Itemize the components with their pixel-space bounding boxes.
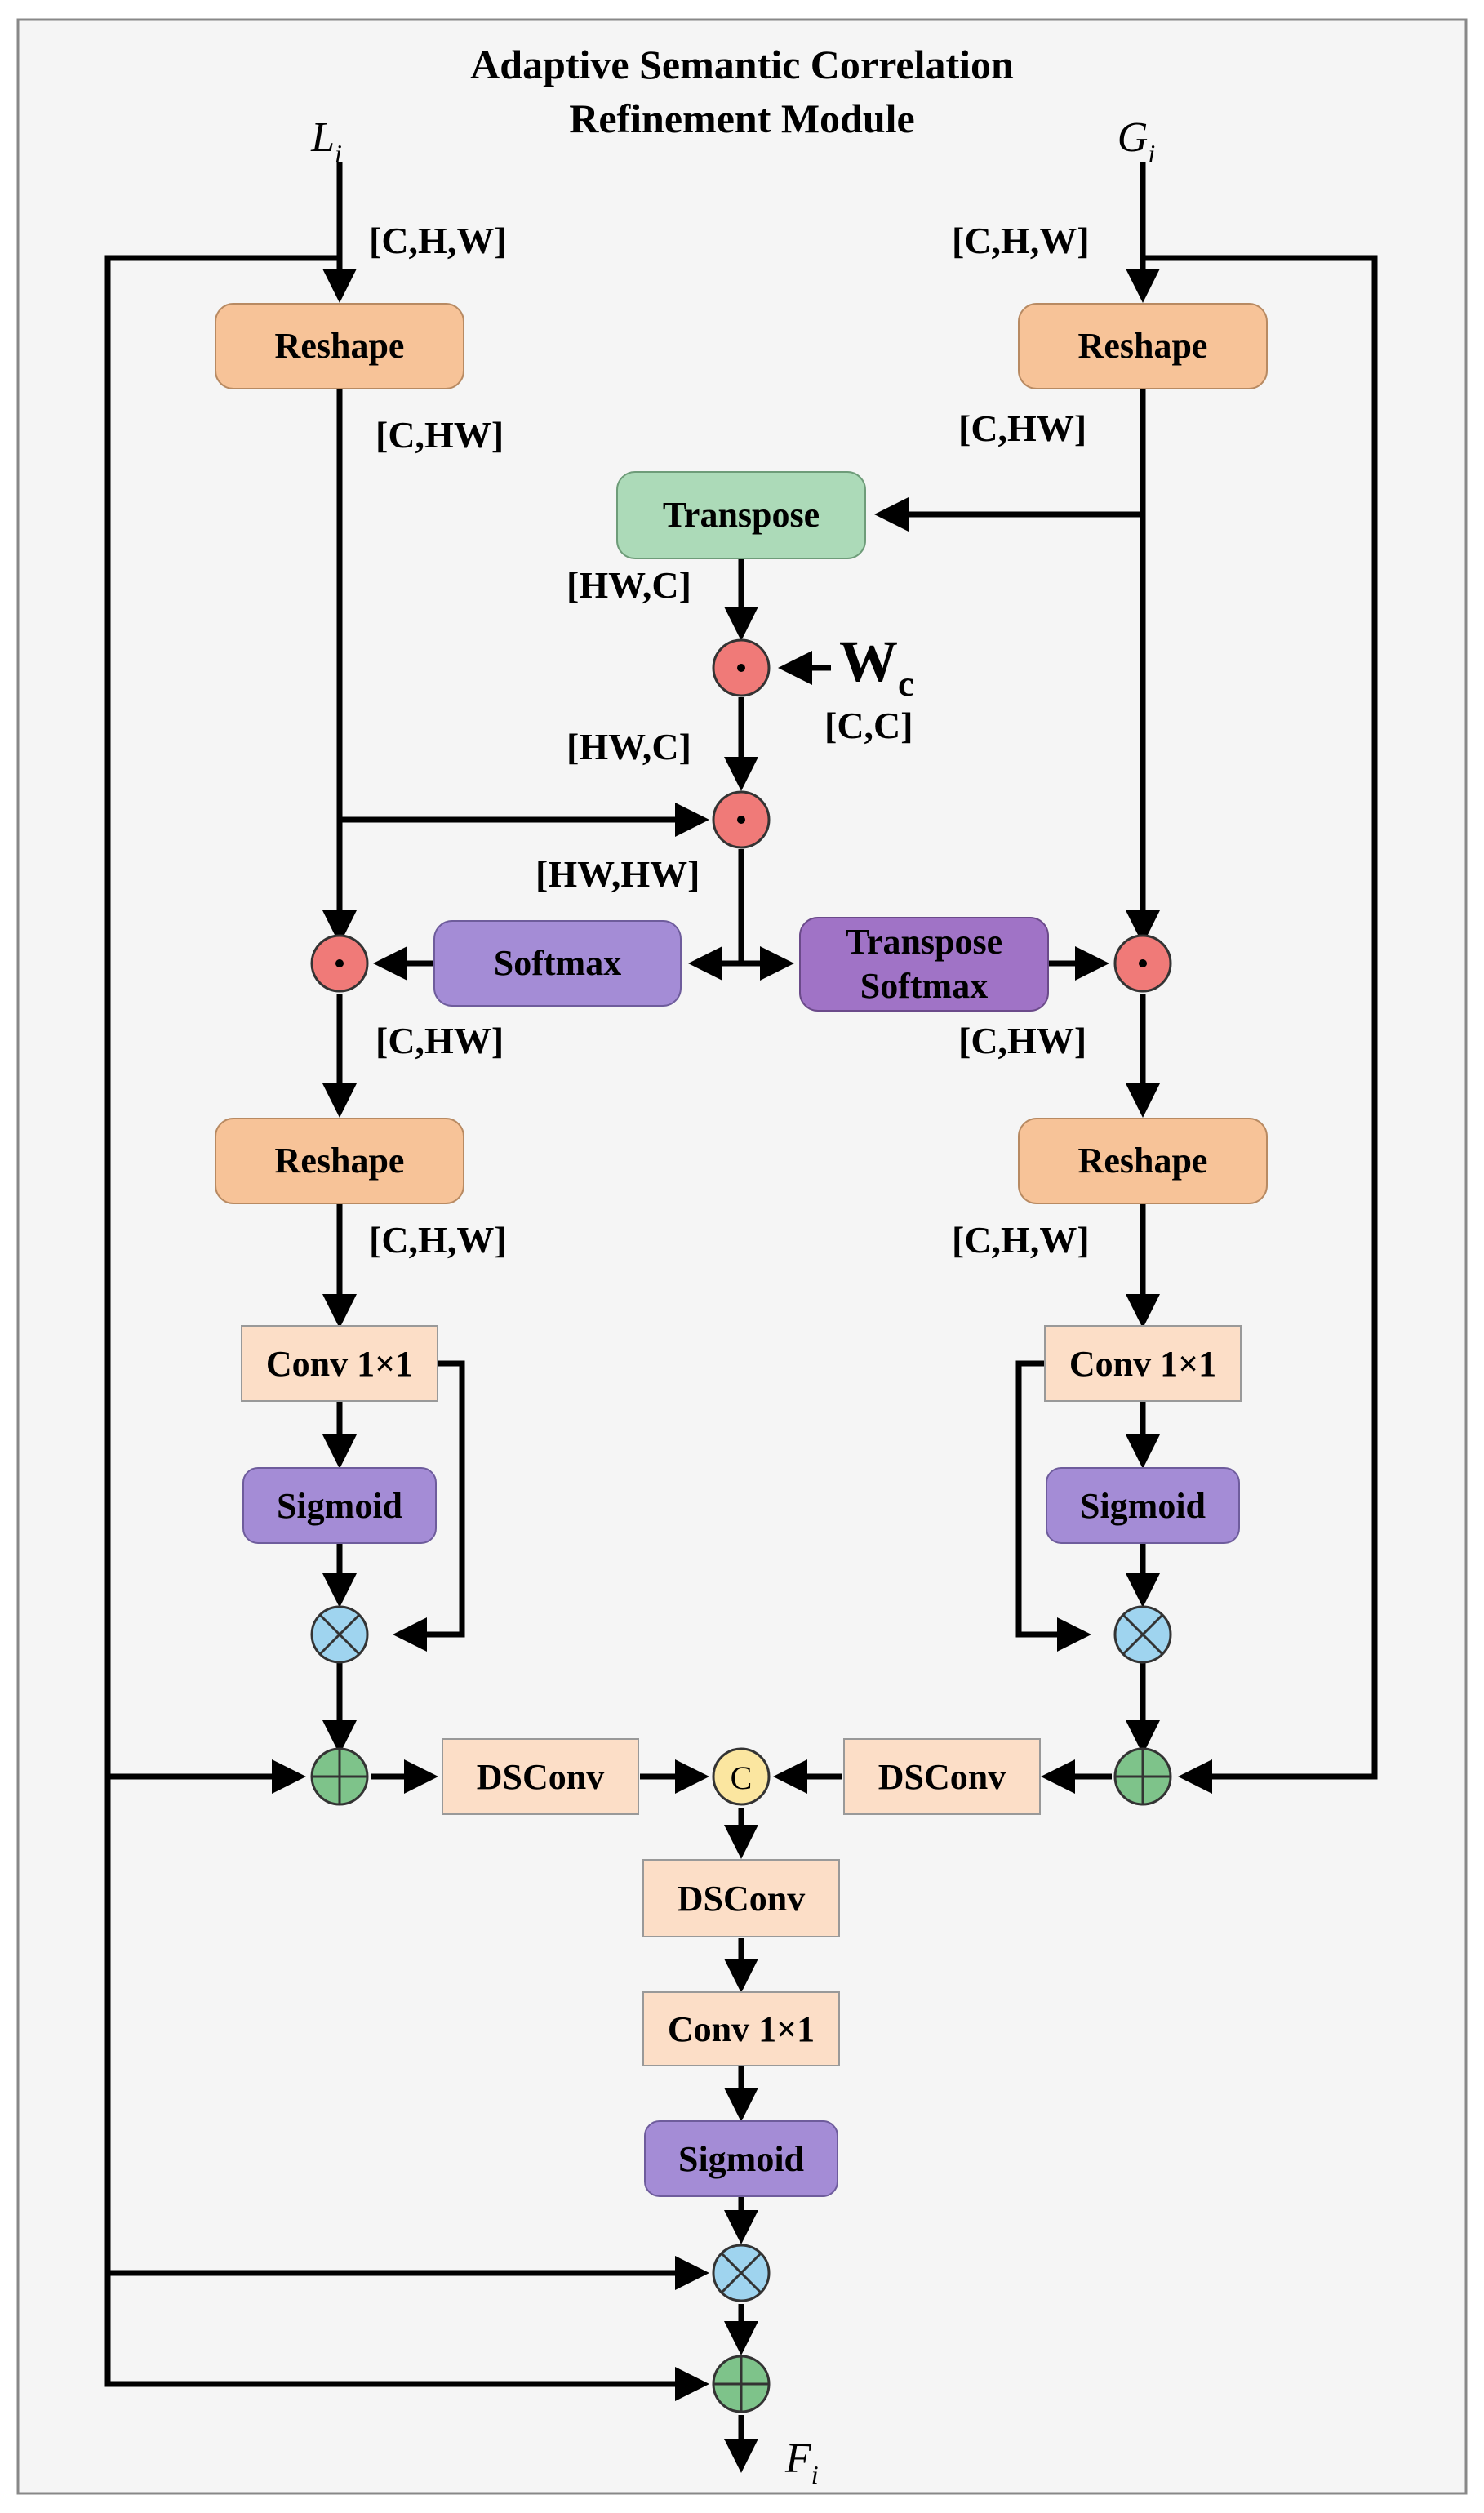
sigmoid-block-center: Sigmoid [644, 2120, 838, 2197]
dot-product-op-correlation [712, 790, 771, 849]
svg-text:Softmax: Softmax [860, 966, 988, 1006]
svg-text:Reshape: Reshape [275, 1141, 405, 1181]
multiply-op-center [712, 2244, 771, 2302]
svg-text:Conv 1×1: Conv 1×1 [668, 2009, 815, 2049]
sigmoid-block-left: Sigmoid [242, 1467, 437, 1544]
dsconv-block-right: DSConv [843, 1738, 1041, 1815]
dsconv-block-center: DSConv [642, 1859, 840, 1937]
shape-label-weighted: [HW,C] [566, 726, 691, 767]
shape-label-right-input: [C,H,W] [952, 220, 1090, 261]
shape-label-left-restored: [C,H,W] [369, 1219, 507, 1261]
shape-label-right-restored: [C,H,W] [952, 1219, 1090, 1261]
transpose-softmax-block: Transpose Softmax [799, 917, 1049, 1012]
conv1x1-block-left: Conv 1×1 [241, 1325, 438, 1402]
reshape-block-left-top: Reshape [215, 303, 464, 389]
svg-text:Reshape: Reshape [1078, 1141, 1208, 1181]
connections [104, 162, 1378, 2473]
svg-text:Conv 1×1: Conv 1×1 [266, 1344, 413, 1384]
multiply-op-right [1113, 1605, 1172, 1664]
add-op-left [310, 1747, 369, 1806]
conv1x1-block-right: Conv 1×1 [1044, 1325, 1242, 1402]
svg-text:Sigmoid: Sigmoid [678, 2139, 804, 2179]
svg-text:Transpose: Transpose [846, 922, 1002, 962]
shape-label-transpose-out: [HW,C] [566, 564, 691, 606]
conv1x1-block-center: Conv 1×1 [642, 1991, 840, 2066]
svg-text:C: C [731, 1759, 753, 1796]
softmax-block: Softmax [433, 920, 682, 1007]
svg-text:Reshape: Reshape [275, 326, 405, 366]
shape-label-weight: [C,C] [824, 705, 913, 746]
reshape-block-right-mid: Reshape [1018, 1118, 1268, 1204]
add-op-right [1113, 1747, 1172, 1806]
reshape-block-right-top: Reshape [1018, 303, 1268, 389]
svg-text:Transpose: Transpose [663, 495, 820, 535]
shape-label-left-attended: [C,HW] [375, 1020, 504, 1061]
output-label: Fi [784, 2435, 819, 2489]
shape-label-left-input: [C,H,W] [369, 220, 507, 261]
concat-op: C [712, 1747, 771, 1806]
dot-product-op-right [1113, 934, 1172, 993]
shape-label-correlation: [HW,HW] [535, 853, 700, 895]
shape-label-right-reshape: [C,HW] [958, 407, 1086, 449]
svg-text:Softmax: Softmax [494, 943, 621, 983]
dot-product-op-left [310, 934, 369, 993]
shape-label-left-reshape: [C,HW] [375, 414, 504, 456]
input-g-label: Gi [1117, 114, 1155, 168]
svg-text:Wc: Wc [839, 629, 914, 704]
shape-label-right-attended: [C,HW] [958, 1020, 1086, 1061]
title-line-1: Adaptive Semantic Correlation [470, 42, 1014, 87]
svg-text:Sigmoid: Sigmoid [277, 1486, 402, 1526]
dot-product-op-weight [712, 638, 771, 697]
weight-label: Wc [839, 629, 914, 704]
reshape-block-left-mid: Reshape [215, 1118, 464, 1204]
svg-text:Reshape: Reshape [1078, 326, 1208, 366]
transpose-block: Transpose [616, 471, 866, 559]
svg-text:Conv 1×1: Conv 1×1 [1069, 1344, 1216, 1384]
title-line-2: Refinement Module [569, 96, 915, 141]
input-l-label: Li [310, 114, 342, 168]
sigmoid-block-right: Sigmoid [1046, 1467, 1240, 1544]
svg-text:Sigmoid: Sigmoid [1080, 1486, 1206, 1526]
multiply-op-left [310, 1605, 369, 1664]
svg-text:DSConv: DSConv [678, 1879, 806, 1919]
add-op-center [712, 2355, 771, 2413]
svg-text:DSConv: DSConv [477, 1757, 605, 1797]
svg-text:DSConv: DSConv [878, 1757, 1006, 1797]
dsconv-block-left: DSConv [442, 1738, 639, 1815]
